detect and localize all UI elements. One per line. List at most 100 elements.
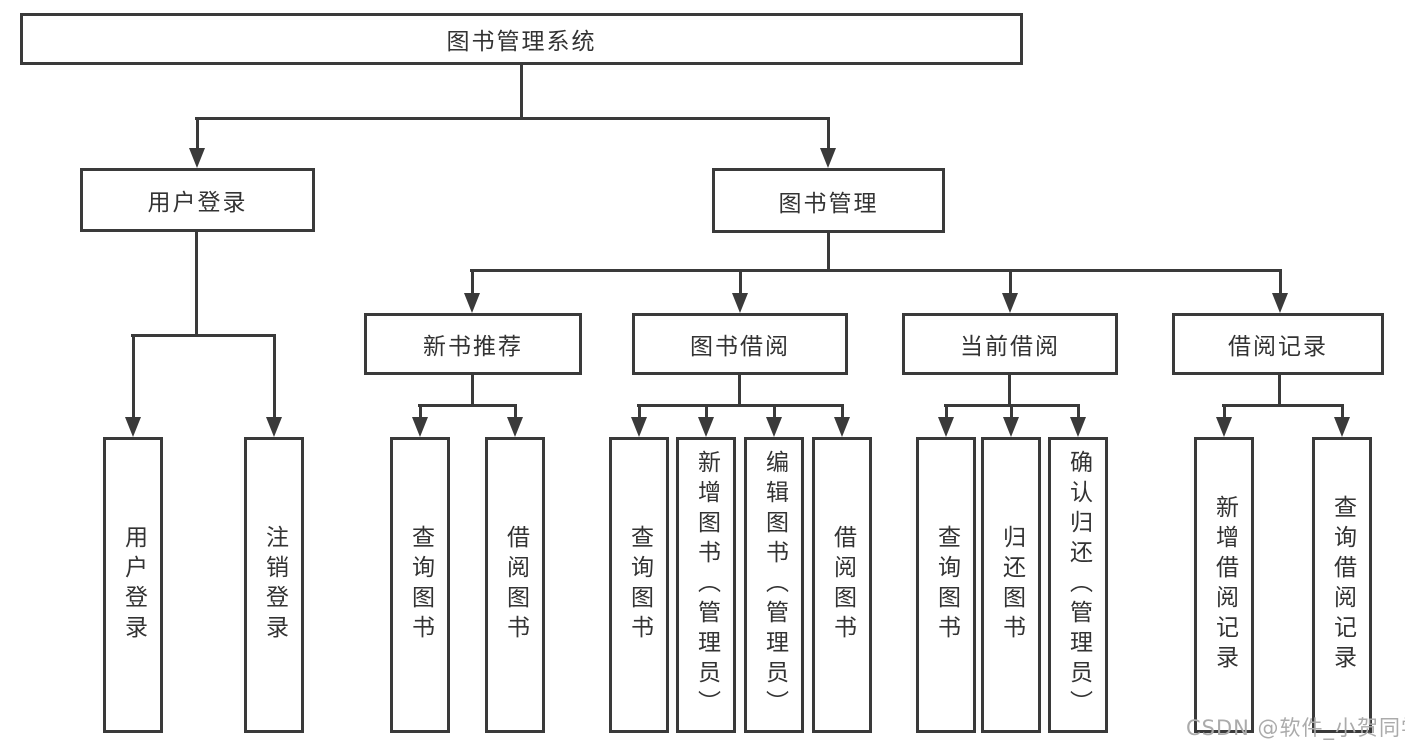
node-book-borrow-label: 图书借阅	[690, 334, 790, 360]
arrow-head	[1002, 293, 1018, 313]
node-book-mgmt-label: 图书管理	[778, 190, 879, 217]
connector-root-bar	[195, 117, 830, 120]
arrow-head	[766, 417, 782, 437]
connector-current-borrow-stem	[1008, 375, 1011, 405]
arrow-down-icon	[266, 336, 282, 437]
connector-book-mgmt-bar	[470, 269, 1282, 272]
arrow-head	[266, 417, 282, 437]
node-new-book-rec: 新书推荐	[364, 313, 582, 375]
arrow-down-icon	[1070, 405, 1086, 437]
arrow-head	[631, 417, 647, 437]
arrow-line	[272, 336, 276, 417]
node-current-borrow-label: 当前借阅	[960, 334, 1060, 360]
connector-user-login-bar	[131, 334, 276, 337]
leaf-user-login: 用户登录	[103, 437, 163, 733]
arrow-line	[772, 405, 776, 417]
arrow-down-icon	[631, 405, 647, 437]
leaf-nbr-query-books-label: 查询图书	[407, 525, 434, 645]
arrow-down-icon	[464, 270, 480, 313]
leaf-cb-query-books: 查询图书	[916, 437, 976, 733]
connector-borrow-record-stem	[1278, 375, 1281, 405]
arrow-head	[732, 293, 748, 313]
csdn-watermark: CSDN @软件_小贺同学	[1186, 716, 1405, 740]
leaf-bb-borrow-books-label: 借阅图书	[829, 525, 856, 645]
arrow-line	[1008, 270, 1012, 293]
arrow-down-icon	[1002, 270, 1018, 313]
arrow-down-icon	[732, 270, 748, 313]
connector-book-borrow-stem	[738, 375, 741, 405]
arrow-head	[189, 148, 205, 168]
leaf-cb-query-books-label: 查询图书	[933, 525, 960, 645]
node-user-login: 用户登录	[80, 168, 315, 232]
node-root: 图书管理系统	[20, 13, 1023, 65]
arrow-head	[834, 417, 850, 437]
arrow-head	[412, 417, 428, 437]
leaf-br-add-record-label: 新增借阅记录	[1211, 495, 1238, 675]
node-new-book-rec-label: 新书推荐	[423, 334, 523, 360]
connector-user-login-stem	[195, 232, 198, 335]
leaf-bb-edit-books-admin: 编辑图书（管理员）	[744, 437, 804, 733]
node-borrow-record: 借阅记录	[1172, 313, 1384, 375]
leaf-bb-borrow-books: 借阅图书	[812, 437, 872, 733]
arrow-head	[938, 417, 954, 437]
node-user-login-label: 用户登录	[147, 190, 248, 216]
leaf-bb-add-books-admin: 新增图书（管理员）	[676, 437, 736, 733]
leaf-br-add-record: 新增借阅记录	[1194, 437, 1254, 733]
leaf-cb-return-books: 归还图书	[981, 437, 1041, 733]
leaf-cb-confirm-return-admin: 确认归还（管理员）	[1048, 437, 1108, 733]
arrow-line	[470, 270, 474, 293]
arrow-down-icon	[125, 336, 141, 437]
arrow-line	[1076, 405, 1080, 417]
leaf-nbr-borrow-books: 借阅图书	[485, 437, 545, 733]
leaf-bb-query-books: 查询图书	[609, 437, 669, 733]
arrow-down-icon	[938, 405, 954, 437]
arrow-line	[826, 118, 830, 148]
leaf-user-login-label: 用户登录	[120, 525, 147, 645]
arrow-head	[1272, 293, 1288, 313]
arrow-head	[698, 417, 714, 437]
arrow-line	[704, 405, 708, 417]
leaf-cb-return-books-label: 归还图书	[998, 525, 1025, 645]
node-book-mgmt: 图书管理	[712, 168, 945, 233]
arrow-line	[840, 405, 844, 417]
connector-book-mgmt-stem	[827, 233, 830, 270]
leaf-bb-edit-books-admin-label: 编辑图书（管理员）	[761, 450, 788, 720]
arrow-down-icon	[1334, 405, 1350, 437]
leaf-logout: 注销登录	[244, 437, 304, 733]
arrow-line	[1340, 405, 1344, 417]
node-root-label: 图书管理系统	[446, 29, 597, 55]
arrow-head	[125, 417, 141, 437]
arrow-line	[418, 405, 422, 417]
leaf-bb-query-books-label: 查询图书	[626, 525, 653, 645]
connector-borrow-record-bar	[1222, 404, 1344, 407]
leaf-nbr-query-books: 查询图书	[390, 437, 450, 733]
arrow-down-icon	[1216, 405, 1232, 437]
arrow-head	[1334, 417, 1350, 437]
connector-new-book-rec-bar	[418, 404, 517, 407]
arrow-line	[195, 118, 199, 148]
leaf-br-query-record-label: 查询借阅记录	[1329, 495, 1356, 675]
arrow-down-icon	[1272, 270, 1288, 313]
arrow-down-icon	[189, 118, 205, 168]
node-borrow-record-label: 借阅记录	[1228, 334, 1328, 360]
leaf-bb-add-books-admin-label: 新增图书（管理员）	[693, 450, 720, 720]
arrow-down-icon	[1003, 405, 1019, 437]
arrow-head	[1216, 417, 1232, 437]
leaf-nbr-borrow-books-label: 借阅图书	[502, 525, 529, 645]
arrow-down-icon	[698, 405, 714, 437]
connector-new-book-rec-stem	[471, 375, 474, 405]
arrow-line	[944, 405, 948, 417]
arrow-line	[131, 336, 135, 417]
arrow-head	[1070, 417, 1086, 437]
connector-root-stem	[520, 65, 523, 118]
arrow-down-icon	[820, 118, 836, 168]
node-current-borrow: 当前借阅	[902, 313, 1118, 375]
arrow-line	[637, 405, 641, 417]
leaf-logout-label: 注销登录	[261, 525, 288, 645]
arrow-line	[1222, 405, 1226, 417]
arrow-down-icon	[834, 405, 850, 437]
arrow-down-icon	[412, 405, 428, 437]
node-book-borrow: 图书借阅	[632, 313, 848, 375]
arrow-line	[738, 270, 742, 293]
